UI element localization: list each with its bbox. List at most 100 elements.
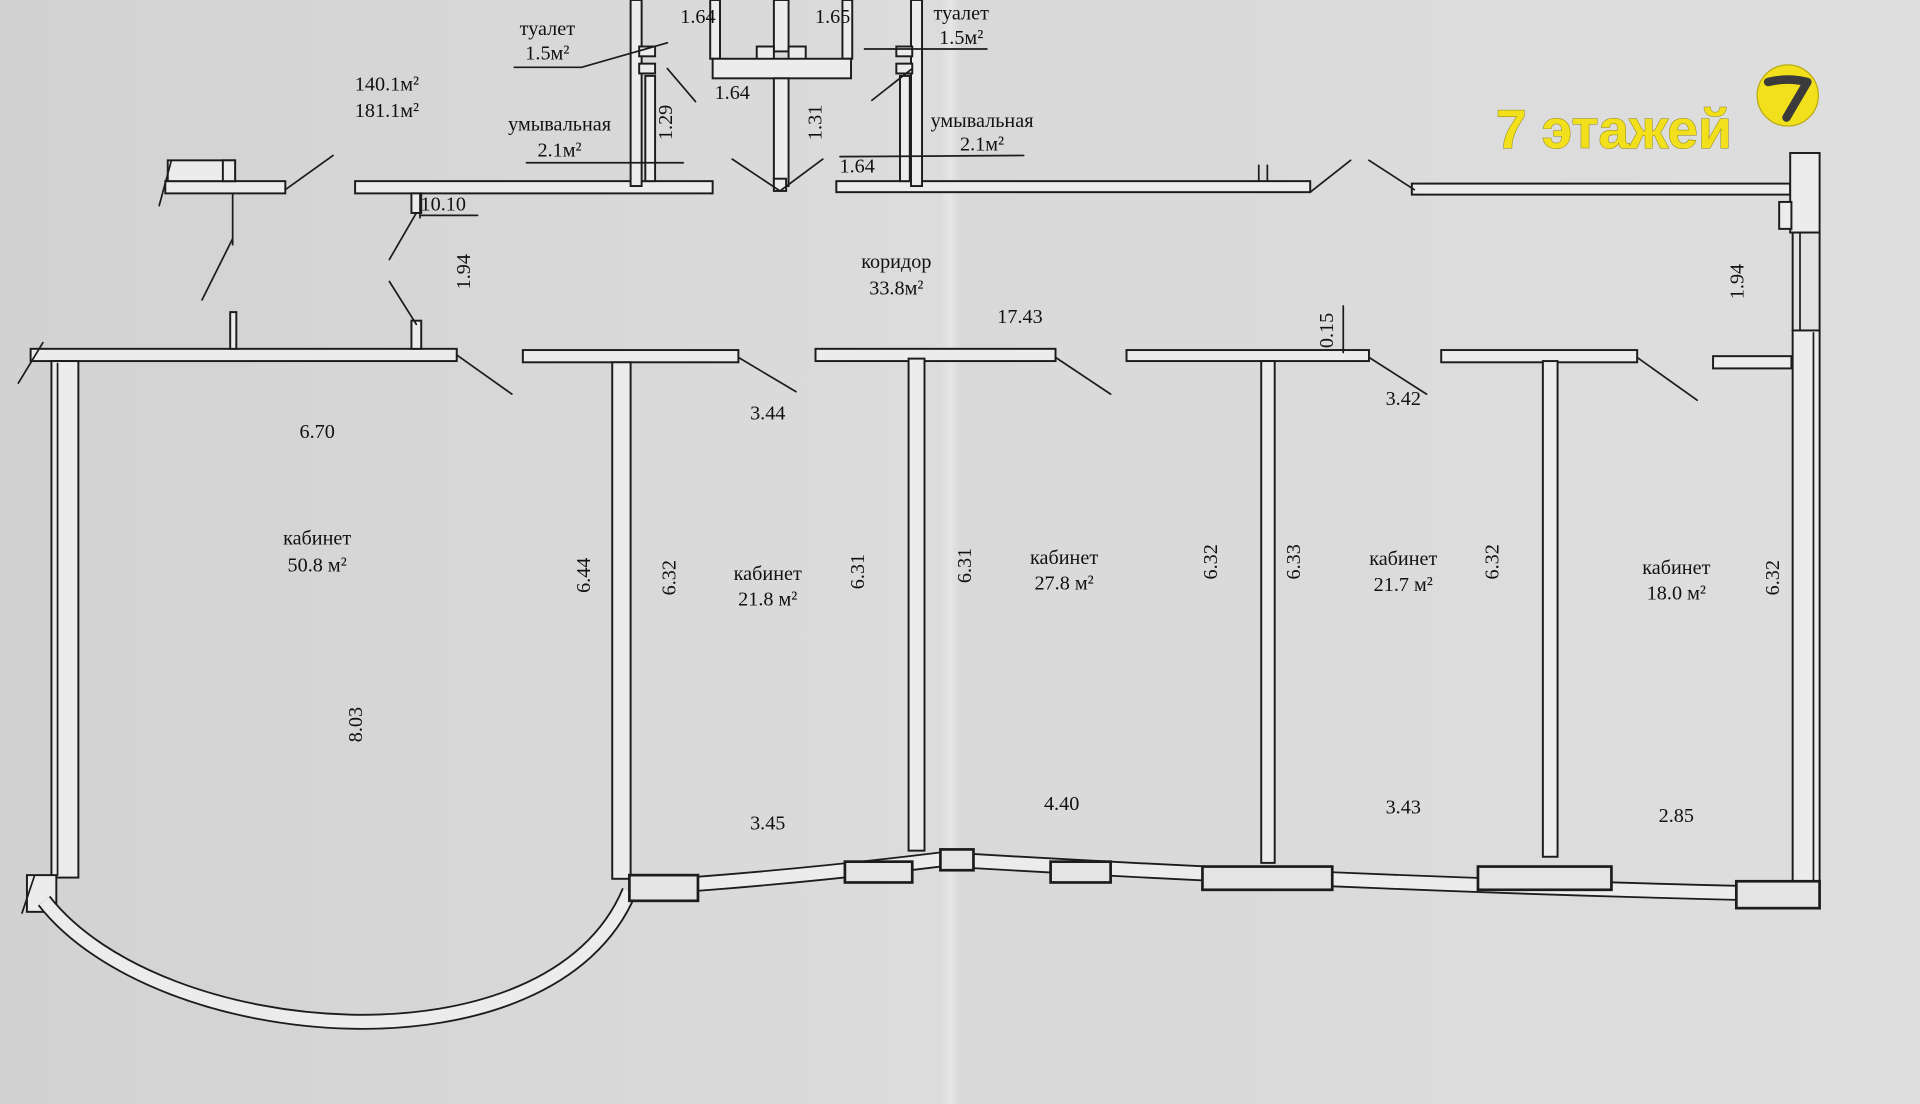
wall-stub-door-bottom	[410, 319, 423, 350]
wall-shaft-bottom	[772, 77, 790, 188]
dimension-label: 8.03	[345, 707, 367, 742]
room-area-washroom-left: 2.1м²	[538, 139, 582, 161]
door-swing	[666, 67, 697, 103]
dimension-label: 1.94	[1726, 264, 1748, 299]
room-name-corridor: коридор	[861, 251, 931, 273]
total-area-1: 140.1м²	[355, 73, 419, 95]
room-name-office-5: кабинет	[1642, 557, 1710, 579]
logo-seven-circle-icon	[1756, 64, 1819, 127]
dimension-labels: 1.64 1.65 1.64 1.29 1.31 1.64 10.10 1.94…	[299, 6, 1783, 835]
dimension-label: 3.43	[1386, 797, 1421, 819]
room-name-washroom-right: умывальная	[931, 110, 1034, 132]
door-swing	[870, 67, 914, 102]
door-swing	[284, 154, 334, 191]
wall-stair-post	[221, 159, 237, 183]
door-swing	[737, 356, 797, 393]
leader-line	[513, 41, 669, 69]
logo: 7 этажей	[1495, 64, 1819, 161]
wall-corridor-top-right	[1410, 182, 1792, 196]
facade-pier-1	[628, 873, 700, 903]
wall-divider-4	[1541, 360, 1559, 858]
wall-stub-left-bottom	[229, 311, 238, 350]
dimension-label: 6.44	[573, 558, 595, 593]
room-area-office-2: 21.8 м²	[738, 589, 797, 611]
dimension-label: 6.32	[1762, 560, 1784, 595]
wall-shaft-cross	[711, 57, 852, 80]
total-area-2: 181.1м²	[355, 100, 419, 122]
dimension-label: 1.29	[655, 105, 677, 140]
room-name-toilet-right: туалет	[934, 2, 990, 24]
facade-pier-4	[1049, 860, 1112, 884]
wall-left-outer	[50, 360, 80, 879]
room-labels: 140.1м² 181.1м² туалет 1.5м² туалет 1.5м…	[283, 2, 1710, 610]
logo-text: 7 этажей	[1496, 98, 1732, 160]
door-swing	[1309, 159, 1352, 194]
door-swing	[158, 159, 173, 207]
room-area-office-5: 18.0 м²	[1647, 582, 1706, 604]
dimension-label: 1.31	[804, 105, 826, 140]
wall-bath-left-inner	[644, 74, 657, 183]
dimension-label: 6.33	[1283, 544, 1305, 579]
wall-divider-2	[907, 357, 926, 852]
door-swing	[1368, 356, 1428, 395]
wall-right-window	[1791, 231, 1821, 332]
facade-pier-3	[939, 848, 975, 872]
wall-office-top-3	[814, 347, 1057, 363]
corner-diagonal	[21, 875, 36, 914]
room-area-office-4: 21.7 м²	[1374, 574, 1433, 596]
wall-bath-right-outer	[910, 0, 924, 188]
wall-office-top-6	[1712, 355, 1793, 370]
room-area-washroom-right: 2.1м²	[960, 133, 1004, 155]
wall-right-outer	[1791, 329, 1821, 885]
dimension-label: 1.65	[815, 6, 850, 28]
leader-line	[839, 154, 1025, 158]
room-name-office-2: кабинет	[734, 563, 802, 585]
door-swing	[388, 280, 418, 326]
wall-toilet-right-jamb-a	[895, 45, 914, 58]
facade-arc-inner	[39, 888, 636, 1028]
facade-pier-7	[1734, 879, 1821, 910]
wall-shaft-top	[772, 0, 790, 53]
logo-seven-glyph	[1763, 75, 1812, 122]
dimension-label: 6.32	[1482, 544, 1504, 579]
facade-pier-5	[1201, 865, 1334, 892]
room-name-office-1: кабинет	[283, 527, 351, 549]
room-name-office-3: кабинет	[1030, 547, 1098, 569]
door-swing	[201, 237, 234, 301]
dimension-label: 6.31	[954, 548, 976, 583]
leader-lines	[419, 41, 1345, 354]
room-area-toilet-right: 1.5м²	[939, 27, 983, 49]
door-swing	[388, 212, 418, 261]
dimension-label: 1.64	[839, 155, 874, 177]
wall-stair-top	[164, 180, 287, 195]
door-swing	[1054, 356, 1112, 395]
wall-divider-1	[611, 361, 632, 880]
dimension-label: 1.64	[715, 82, 750, 104]
dimension-label: 10.10	[421, 193, 466, 215]
door-swing	[17, 341, 44, 384]
door-swing	[1368, 159, 1416, 191]
wall-toilet-left-jamb-b	[638, 62, 657, 75]
door-swing	[779, 158, 824, 192]
wall-divider-3	[1260, 360, 1276, 864]
dimension-label: 6.31	[847, 554, 869, 589]
dimension-label: 6.32	[659, 560, 681, 595]
facade	[21, 848, 1821, 1030]
room-name-washroom-left: умывальная	[508, 114, 611, 136]
door-swings	[17, 67, 1698, 402]
dimension-label: 1.94	[453, 254, 475, 289]
room-area-office-3: 27.8 м²	[1034, 573, 1093, 595]
dimension-label: 4.40	[1044, 793, 1079, 815]
wall-toilet-right-jamb-b	[895, 62, 914, 75]
wall-corridor-top-left	[354, 180, 714, 195]
dimension-label: 2.85	[1659, 805, 1694, 827]
wall-office-top-5	[1440, 349, 1639, 364]
dimension-label: 3.44	[750, 403, 785, 425]
door-swing	[455, 354, 513, 395]
wall-office-top-2	[521, 349, 740, 364]
dimension-label: 17.43	[997, 306, 1042, 328]
facade-pier-2	[843, 860, 914, 884]
dimension-label: 3.45	[750, 813, 785, 835]
wall-office-top-4	[1125, 349, 1370, 363]
